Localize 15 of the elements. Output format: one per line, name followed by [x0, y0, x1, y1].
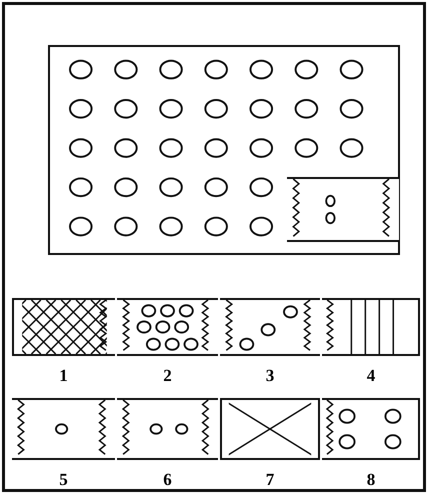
- option-number: 3: [264, 366, 276, 386]
- option-number: 2: [162, 366, 173, 386]
- pattern-tile: [12, 298, 115, 356]
- option-number: 8: [366, 470, 376, 490]
- option-number: 1: [58, 366, 69, 386]
- option-number: 7: [264, 470, 276, 490]
- pattern-tile: [287, 177, 399, 242]
- pattern-tile: [220, 398, 320, 460]
- option-number: 6: [162, 470, 173, 490]
- pattern-tile: [322, 398, 420, 460]
- pattern-tile: [322, 298, 420, 356]
- option-number: 4: [366, 366, 376, 386]
- circle-grid-panel: [48, 45, 400, 255]
- option-number: 5: [58, 470, 69, 490]
- pattern-tile: [117, 398, 218, 460]
